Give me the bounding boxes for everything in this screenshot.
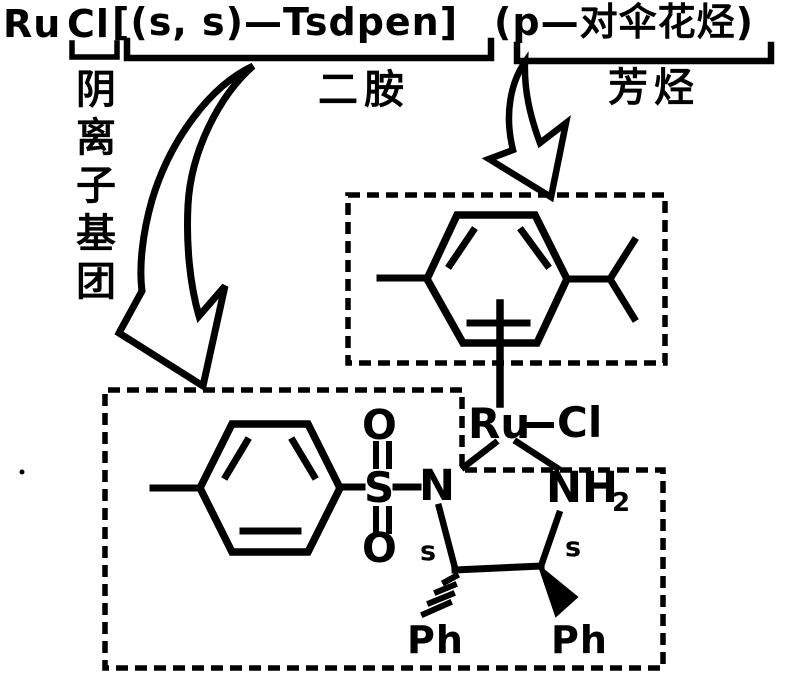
hashed-wedge-stroke-3 (426, 590, 456, 607)
anion-group-label: 阴离子基团 (69, 68, 115, 308)
phenyl-right-label: Ph (551, 618, 608, 662)
diamine-underbracket (123, 37, 495, 62)
cl-atom-label: Cl (557, 398, 603, 447)
formula-arene-segment: (p—对伞花烃) (494, 0, 754, 44)
amine-group-label: NH (546, 463, 618, 513)
ru-amine-bond (512, 437, 562, 473)
formula-metal: Ru (3, 2, 62, 46)
arene-underbracket (513, 41, 775, 65)
scan-speck (19, 469, 25, 475)
formula-chloride: Cl (67, 2, 110, 46)
diamine-label: 二胺 (318, 67, 410, 113)
cymene-double-bond-left (445, 226, 478, 270)
isopropyl-branch-down (605, 274, 639, 323)
tosyl-double-bond-right (288, 436, 319, 481)
stereocenter-right-label: s (565, 532, 582, 563)
hashed-wedge-stroke-4 (420, 599, 453, 618)
arene-dashed-box (345, 192, 668, 366)
oxygen-top-label: O (362, 401, 397, 449)
carbon-amine-bond (536, 509, 564, 571)
ru-atom-label: Ru (468, 399, 531, 448)
nitrogen-carbon-bond (435, 503, 459, 572)
amine-subscript: 2 (612, 488, 631, 518)
solid-wedge-bond (536, 563, 579, 618)
arene-callout-arrow (481, 51, 571, 203)
oxygen-bottom-label: O (362, 524, 397, 572)
amide-nitrogen-label: N (419, 461, 455, 511)
tosyl-double-bond-left (221, 436, 252, 481)
hashed-wedge-stroke-2 (433, 581, 458, 596)
formula-diamine-segment: [(s, s)—Tsdpen] (112, 0, 459, 44)
sulfur-atom-label: S (364, 463, 395, 512)
chloride-underbracket (69, 40, 120, 60)
ru-amide-bond (459, 438, 500, 472)
phenyl-left-label: Ph (407, 618, 464, 662)
cymene-double-bond-right (517, 226, 552, 270)
stereocenter-left-label: s (420, 536, 437, 567)
hashed-wedge-stroke-1 (440, 571, 461, 587)
diamine-callout-arrow (114, 62, 256, 392)
isopropyl-branch-up (605, 236, 639, 284)
carbon-carbon-bond (451, 562, 545, 574)
arene-label: 芳烃 (608, 65, 700, 111)
